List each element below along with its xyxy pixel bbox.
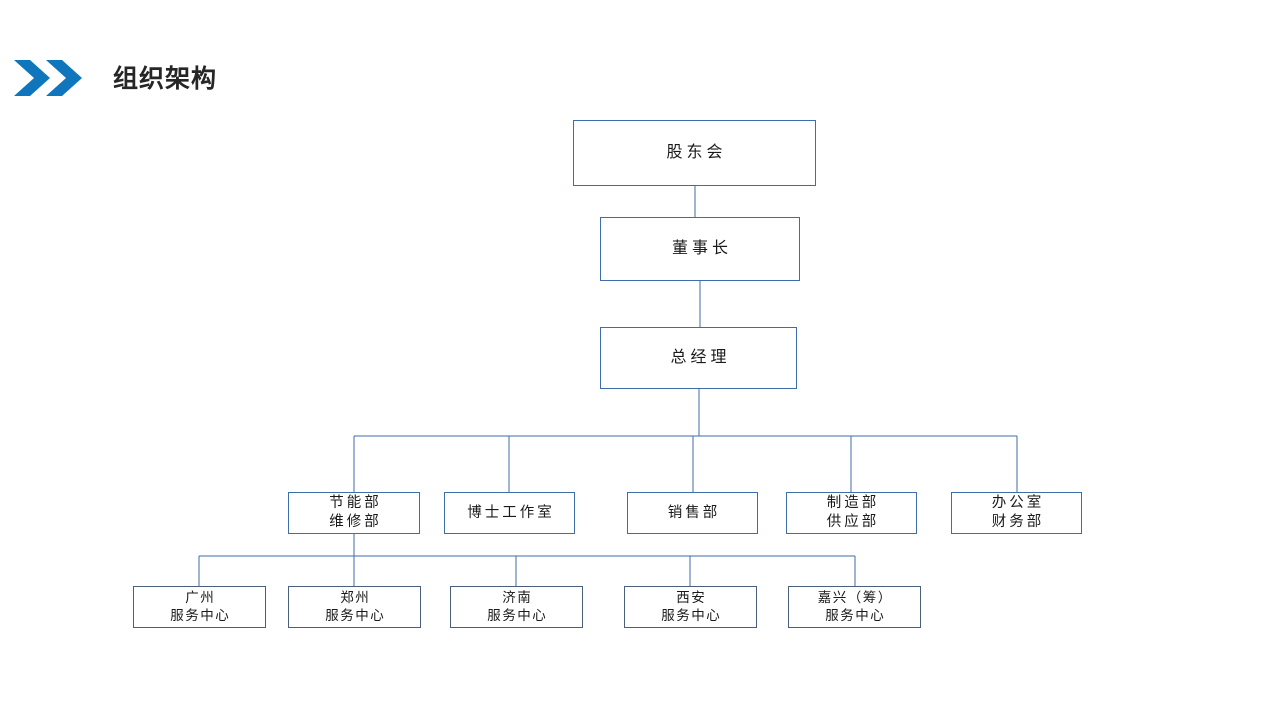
org-node-energy-maintenance[interactable]: 节能部 维修部 [288, 492, 420, 534]
org-node-label-line1: 嘉兴（筹） [817, 590, 893, 605]
org-node-label: 销售部 [667, 504, 721, 521]
org-node-label-line1: 节能部 [329, 495, 382, 511]
org-node-chairman[interactable]: 董事长 [600, 217, 800, 281]
org-node-label: 董事长 [671, 240, 732, 257]
org-node-doctoral-studio[interactable]: 博士工作室 [444, 492, 575, 534]
org-node-office-finance[interactable]: 办公室 财务部 [951, 492, 1082, 534]
org-node-manufacturing-supply[interactable]: 制造部 供应部 [786, 492, 917, 534]
org-node-jinan-service-center[interactable]: 济南 服务中心 [450, 586, 583, 628]
double-chevron-right-icon [14, 58, 94, 98]
slide-header: 组织架构 [0, 0, 1280, 120]
org-node-shareholders[interactable]: 股东会 [573, 120, 816, 186]
org-node-label-line2: 财务部 [991, 514, 1045, 530]
org-node-label-line2: 供应部 [826, 514, 880, 530]
org-node-sales[interactable]: 销售部 [627, 492, 758, 534]
org-node-xian-service-center[interactable]: 西安 服务中心 [624, 586, 757, 628]
org-node-jiaxing-service-center[interactable]: 嘉兴（筹） 服务中心 [788, 586, 921, 628]
org-node-label-line1: 西安 [676, 590, 707, 605]
org-node-guangzhou-service-center[interactable]: 广州 服务中心 [133, 586, 266, 628]
org-node-label-line2: 服务中心 [325, 608, 386, 623]
org-node-label-line1: 制造部 [826, 495, 880, 511]
org-node-label-line2: 服务中心 [825, 608, 886, 623]
org-node-label: 博士工作室 [467, 504, 555, 521]
org-node-label-line1: 郑州 [340, 590, 371, 605]
org-node-label: 股东会 [666, 144, 727, 161]
org-node-zhengzhou-service-center[interactable]: 郑州 服务中心 [288, 586, 421, 628]
org-node-label-line2: 服务中心 [487, 608, 548, 623]
org-node-label-line1: 广州 [185, 590, 216, 605]
org-node-label-line1: 办公室 [991, 495, 1045, 511]
org-node-label: 总经理 [670, 349, 731, 366]
org-node-label-line2: 服务中心 [661, 608, 722, 623]
page-title: 组织架构 [113, 65, 218, 93]
org-node-label-line1: 济南 [502, 590, 533, 605]
org-node-label-line2: 服务中心 [170, 608, 231, 623]
org-node-label-line2: 维修部 [329, 514, 382, 530]
org-node-general-manager[interactable]: 总经理 [600, 327, 797, 389]
